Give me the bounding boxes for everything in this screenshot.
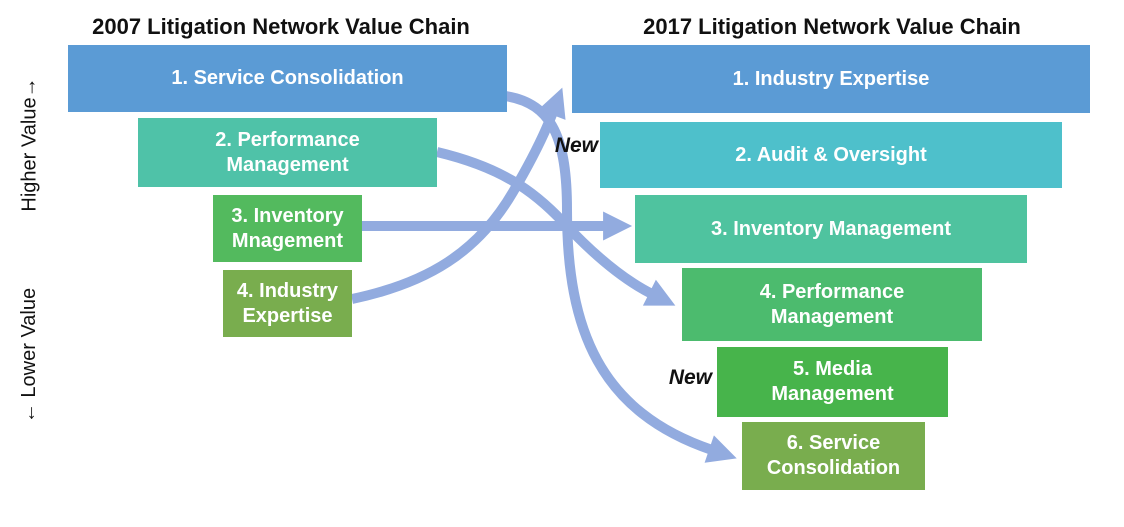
box-2007-service-consolidation: 1. Service Consolidation — [68, 45, 507, 112]
box-2007-inventory-management: 3. Inventory Mnagement — [213, 195, 362, 262]
column-title-2017: 2017 Litigation Network Value Chain — [643, 14, 1021, 39]
axis-label-higher-value: Higher Value→ — [18, 77, 41, 212]
box-2017-audit-oversight: 2. Audit & Oversight — [600, 122, 1062, 188]
column-title-2007: 2007 Litigation Network Value Chain — [92, 14, 470, 39]
box-2017-media-management: 5. Media Management — [717, 347, 948, 417]
box-2017-inventory-management: 3. Inventory Management — [635, 195, 1027, 263]
box-2007-industry-expertise: 4. Industry Expertise — [223, 270, 352, 337]
box-2007-performance-management: 2. Performance Management — [138, 118, 437, 187]
axis-label-lower-value: ← Lower Value — [18, 287, 40, 424]
new-annotation-audit-oversight: New — [554, 134, 598, 157]
flow-arrow-industry-expertise — [350, 87, 566, 304]
box-2017-performance-management: 4. Performance Management — [682, 268, 982, 341]
new-annotation-media-management: New — [668, 366, 712, 389]
box-2017-service-consolidation: 6. Service Consolidation — [742, 422, 925, 490]
box-2017-industry-expertise: 1. Industry Expertise — [572, 45, 1090, 113]
